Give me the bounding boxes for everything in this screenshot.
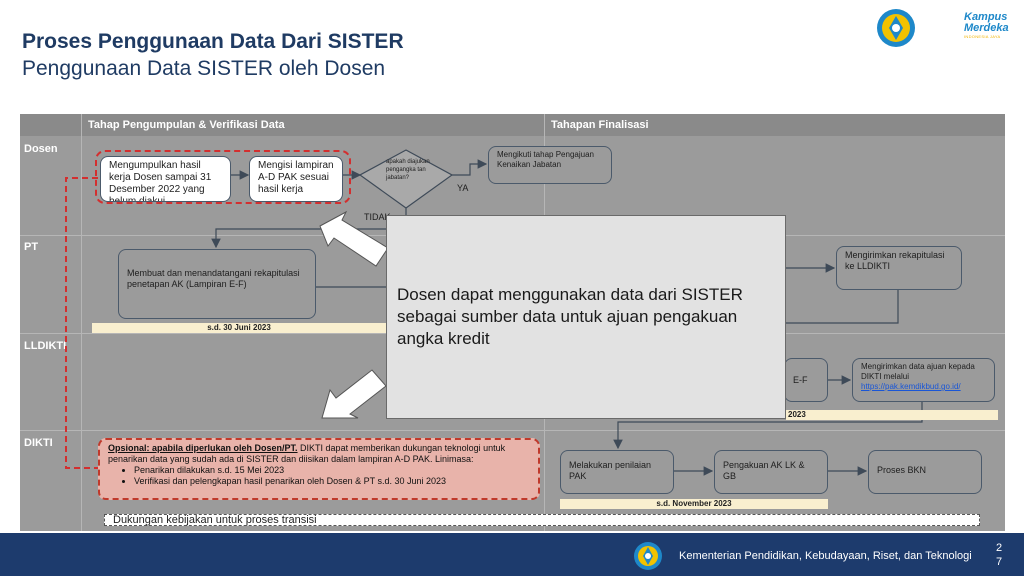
box-proses-bkn: Proses BKN [868,450,982,494]
column-header-finalization: Tahapan Finalisasi [545,114,1005,136]
footer-tut-wuri-logo-icon [634,542,662,570]
logo-km-tagline: INDONESIA JAYA [964,34,1001,39]
lane-label-dosen: Dosen [24,143,58,155]
callout-overlay: Dosen dapat menggunakan data dari SISTER… [386,215,786,419]
optional-heading: Opsional: apabila diperlukan oleh Dosen/… [108,443,298,453]
pak-link[interactable]: https://pak.kemdikbud.go.id/ [861,382,961,391]
decision-label: apakah diajukan pengangka tan jabatan? [386,159,430,181]
box-pengakuan-ak: Pengakuan AK LK & GB [714,450,828,494]
box-ikuti-kenaikan-jabatan: Mengikuti tahap Pengajuan Kenaikan Jabat… [488,146,612,184]
page-title: Proses Penggunaan Data Dari SISTER [22,30,404,53]
lane-divider [20,430,1005,431]
optional-bullet-2: Verifikasi dan pelengkapan hasil penarik… [134,476,530,487]
box-penilaian-pak: Melakukan penilaian PAK [560,450,674,494]
callout-arrow-lower [321,369,387,419]
lane-label-dikti: DIKTI [24,437,53,449]
tut-wuri-handayani-logo-icon [877,9,915,47]
optional-bullet-1: Penarikan dilakukan s.d. 15 Mei 2023 [134,465,530,476]
deadline-lldikti: 2023 [786,410,998,420]
dosen-highlight-group [95,150,351,204]
lane-label-lldikti: LLDIKTI [24,340,67,352]
kirim-dikti-text: Mengirimkan data ajuan kepada DIKTI mela… [861,362,975,381]
optional-bullets: Penarikan dilakukan s.d. 15 Mei 2023 Ver… [108,465,530,487]
lane-divider [81,114,82,531]
box-isi-lampiran: Mengisi lampiran A-D PAK sesuai hasil ke… [249,156,343,202]
page-number-bottom: 7 [995,556,1003,568]
column-header-collection: Tahap Pengumpulan & Verifikasi Data [82,114,544,136]
support-policy-bar: Dukungan kebijakan untuk proses transisi [104,514,980,526]
page-number: 2 7 [994,541,1004,569]
deadline-pt: s.d. 30 Juni 2023 [92,323,386,333]
footer-ministry-name: Kementerian Pendidikan, Kebudayaan, Rise… [679,550,972,562]
box-kirim-dikti: Mengirimkan data ajuan kepada DIKTI mela… [852,358,995,402]
box-kumpul: Mengumpulkan hasil kerja Dosen sampai 31… [100,156,231,202]
arrow-decision-ikuti [452,159,488,176]
footer-bar [0,533,1024,576]
callout-arrow-upper [319,210,389,267]
optional-body: DIKTI dapat memberikan dukungan teknolog… [108,443,506,464]
deadline-dikti: s.d. November 2023 [560,499,828,509]
callout-text: Dosen dapat menggunakan data dari SISTER… [397,285,743,348]
box-buat-rekapitulasi: Membuat dan menandatangani rekapitulasi … [118,249,316,319]
box-ef: E-F [784,358,828,402]
arrow-kirim-lldikti-down [786,290,899,324]
kampus-merdeka-logo: Kampus Merdeka INDONESIA JAYA [964,12,1018,42]
decision-no-label: TIDAK [364,212,391,222]
decision-yes-label: YA [457,183,469,193]
box-kirim-lldikti: Mengirimkan rekapitulasi ke LLDIKTI [836,246,962,290]
optional-bracket-line [65,177,98,469]
page-number-top: 2 [995,542,1003,554]
page-subtitle: Penggunaan Data SISTER oleh Dosen [22,57,386,80]
logo-km-line1: Kampus [964,11,1008,23]
lane-label-pt: PT [24,241,39,253]
header-corner [20,114,81,136]
optional-note: Opsional: apabila diperlukan oleh Dosen/… [98,438,540,500]
logo-km-line2: Merdeka [964,22,1009,34]
